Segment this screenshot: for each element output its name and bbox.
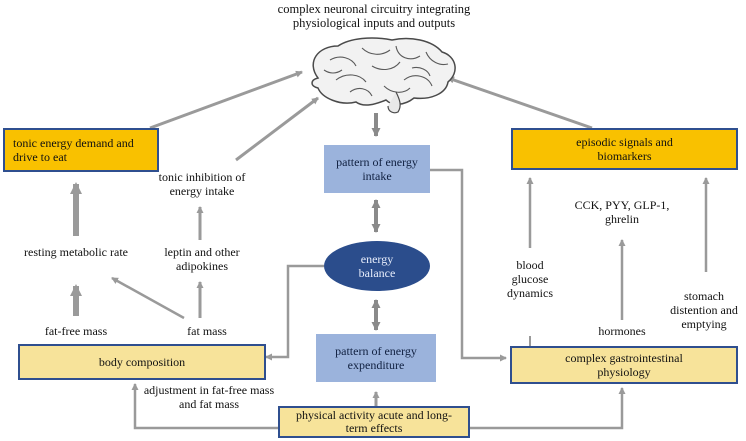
fat-free-mass-label: fat-free mass <box>44 324 108 338</box>
arrow-activity-to-gi <box>470 387 626 430</box>
body-composition-box: body composition <box>18 344 266 380</box>
arrow-episodic-to-brain <box>447 76 593 130</box>
tonic-inhibition-label: tonic inhibition of energy intake <box>158 170 246 198</box>
stomach-label: stomach distention and emptying <box>670 289 738 331</box>
arrow-intake-to-gi <box>430 168 507 362</box>
arrow-fm-to-rmr <box>111 276 185 320</box>
physical-activity-box: physical activity acute and long-term ef… <box>278 406 470 438</box>
gastrointestinal-physiology-box: complex gastrointestinal physiology <box>510 346 738 384</box>
hormones-label: hormones <box>598 324 646 338</box>
arrow-tonic-to-brain <box>149 70 303 130</box>
arrow-activity-to-body <box>131 383 278 430</box>
episodic-signals-box: episodic signals and biomarkers <box>511 128 738 170</box>
hormone-list-label: CCK, PYY, GLP-1, ghrelin <box>574 198 670 226</box>
energy-balance-ellipse: energy balance <box>324 241 430 291</box>
brain-caption: complex neuronal circuitry integrating p… <box>277 2 471 30</box>
fat-mass-label: fat mass <box>187 324 227 338</box>
energy-expenditure-box: pattern of energy expenditure <box>316 334 436 382</box>
leptin-label: leptin and other adipokines <box>164 245 240 273</box>
tonic-energy-demand-box: tonic energy demand and drive to eat <box>3 128 159 172</box>
brain-icon <box>311 37 456 114</box>
resting-metabolic-rate-label: resting metabolic rate <box>24 245 128 259</box>
arrow-inhibition-to-brain <box>235 96 319 162</box>
arrow-balance-to-body <box>265 264 324 361</box>
energy-intake-box: pattern of energy intake <box>324 145 430 193</box>
adjustment-label: adjustment in fat-free mass and fat mass <box>143 383 275 411</box>
blood-glucose-label: blood glucose dynamics <box>507 258 553 300</box>
